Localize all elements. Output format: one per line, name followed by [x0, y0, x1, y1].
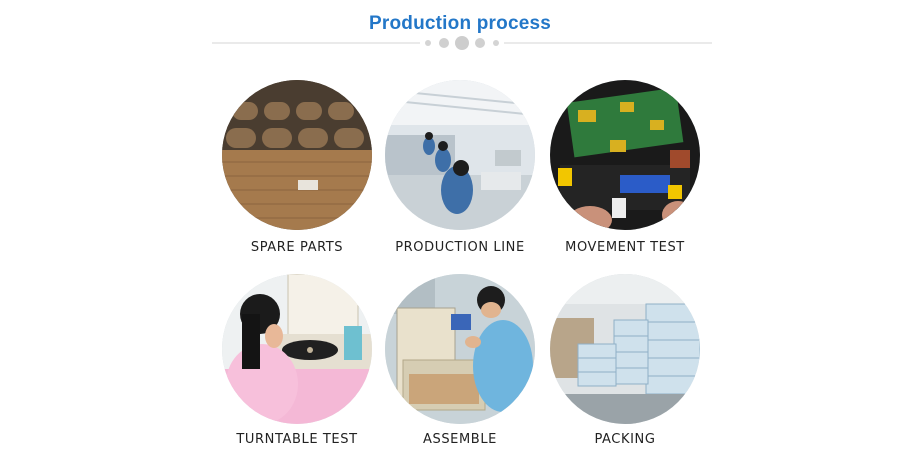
movement-test-photo	[550, 80, 700, 230]
step-production-line: PRODUCTION LINE	[385, 80, 535, 255]
production-line-photo	[385, 80, 535, 230]
step-label: TURNTABLE TEST	[236, 432, 358, 447]
assemble-photo	[385, 274, 535, 424]
step-turntable-test: TURNTABLE TEST	[222, 274, 372, 447]
page-title: Production process	[368, 13, 552, 34]
packing-photo	[550, 274, 700, 424]
step-movement-test: MOVEMENT TEST	[550, 80, 700, 255]
step-label: PACKING	[594, 432, 656, 447]
step-label: ASSEMBLE	[422, 432, 497, 447]
turntable-test-photo	[222, 274, 372, 424]
step-packing: PACKING	[550, 274, 700, 447]
step-label: SPARE PARTS	[250, 240, 344, 255]
step-label: MOVEMENT TEST	[565, 240, 685, 255]
title-divider	[212, 36, 712, 50]
step-assemble: ASSEMBLE	[385, 274, 535, 447]
spare-parts-photo	[222, 80, 372, 230]
step-spare-parts: SPARE PARTS	[222, 80, 372, 255]
step-label: PRODUCTION LINE	[395, 240, 525, 255]
